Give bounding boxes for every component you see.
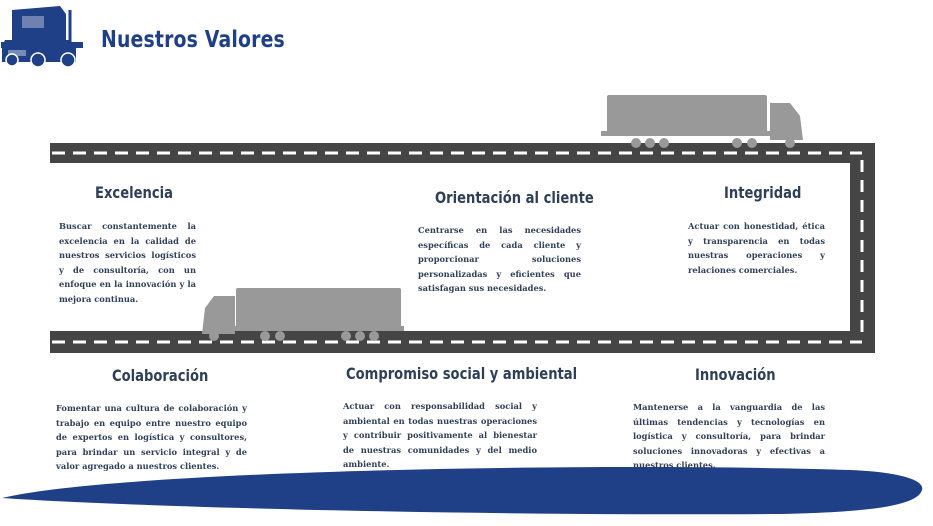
truck-silhouette-icon xyxy=(202,288,404,341)
value-heading-compromiso-social: Compromiso social y ambiental xyxy=(346,364,578,383)
value-description-compromiso-social: Actuar con responsabilidad social y ambi… xyxy=(343,401,537,469)
value-heading-orientacion-cliente: Orientación al cliente xyxy=(435,188,594,207)
value-heading-integridad: Integridad xyxy=(724,183,802,202)
truck-silhouette-icon xyxy=(601,95,803,148)
value-description-orientacion-cliente: Centrarse en las necesidades específicas… xyxy=(418,225,581,293)
value-description-colaboracion: Fomentar una cultura de colaboración y t… xyxy=(56,403,247,471)
value-description-integridad: Actuar con honestidad, ética y transpare… xyxy=(688,221,825,275)
value-heading-innovacion: Innovación xyxy=(695,365,776,384)
value-description-innovacion: Mantenerse a la vanguardia de las última… xyxy=(633,402,825,470)
value-heading-colaboracion: Colaboración xyxy=(112,366,209,385)
page-title: Nuestros Valores xyxy=(101,27,285,53)
value-description-excelencia: Buscar constantemente la excelencia en l… xyxy=(59,221,196,304)
truck-logo-icon xyxy=(1,6,83,68)
value-heading-excelencia: Excelencia xyxy=(95,183,173,202)
road xyxy=(50,143,875,353)
bottom-swoosh xyxy=(2,467,923,515)
